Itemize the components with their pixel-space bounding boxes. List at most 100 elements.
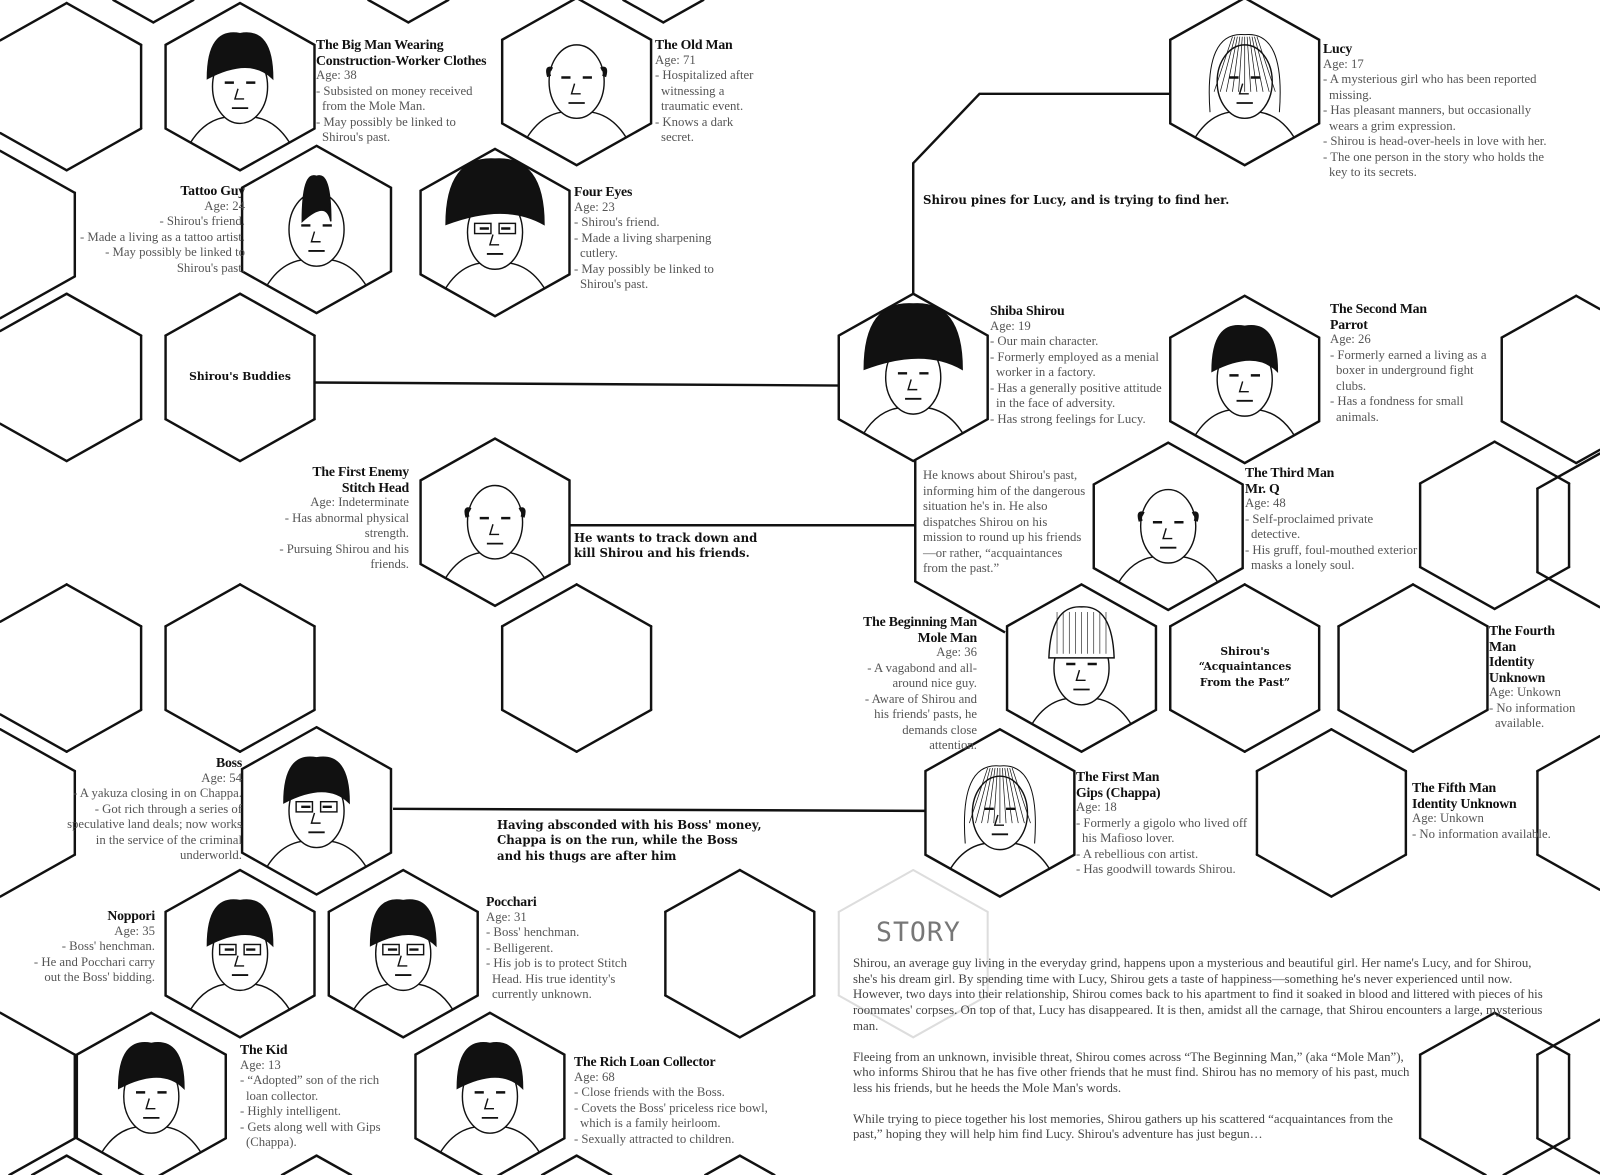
empty-hexagon [1418,1011,1571,1175]
portrait-second-man [1169,294,1321,465]
empty-hexagon [367,0,450,24]
character-age: Age: 68 [574,1069,615,1084]
character-trait: - Shirou's friend. [574,215,660,229]
story-title: STORY [876,917,961,948]
relation-line: Chappa is on the run, while the Boss [497,833,738,848]
character-age: Age: 19 [990,318,1031,333]
portrait-frame [75,1011,227,1175]
character-trait: - Pursuing Shirou and his friends. [279,541,409,572]
empty-hexagon [500,583,653,753]
character-trait: - Has a generally positive attitude in t… [990,380,1162,411]
empty-hexagon [1536,734,1600,891]
character-age: Age: 13 [240,1057,281,1072]
character-trait: - Our main character. [990,334,1099,348]
character-name: Noppori [107,908,155,923]
character-age: Age: 71 [655,52,696,67]
character-trait: - Gets along well with Gips (Chappa). [240,1119,381,1150]
empty-hexagon [30,1154,103,1175]
character-age: Age: 26 [1330,332,1371,346]
character-trait: - No information available. [1412,826,1551,841]
connector-line [393,807,927,813]
character-name: The Fourth [1489,623,1555,638]
character-age: Age: 23 [574,199,615,214]
character-trait: - Shirou's friend. [159,214,245,228]
character-trait: - Self-proclaimed private detective. [1245,511,1374,542]
portrait-frame [1005,583,1158,754]
character-name: The Second Man [1330,301,1427,316]
connector-line [914,456,1006,634]
portrait-frame [164,868,316,1039]
character-trait: - Has abnormal physical strength. [284,510,409,541]
portrait-frame [327,868,479,1039]
character-name: Shiba Shirou [990,303,1065,318]
portrait-frame [240,144,393,315]
character-name: Stitch Head [341,479,409,495]
character-name: Identity [1489,654,1535,669]
character-trait: - Belligerent. [486,940,554,955]
character-age: Age: 17 [1323,56,1364,71]
empty-hexagon [0,583,143,753]
empty-hexagon [1536,1018,1600,1175]
character-trait: - Covets the Boss' priceless rice bowl, … [574,1100,768,1131]
face-icon [1182,325,1307,462]
character-age: Age: Unkown [1412,811,1484,825]
character-trait: - He and Pocchari carry out the Boss' bi… [33,954,155,985]
label-acquaintances: Shirou's “Acquaintances From the Past” [1184,644,1306,690]
character-name: Lucy [1323,41,1353,56]
character-trait: - Formerly a gigolo who lived off his Ma… [1076,815,1248,846]
character-age: Age: Indeterminate [310,495,409,509]
character-trait: - Made a living as a tattoo artist. [80,229,245,244]
portrait-lucy [1169,0,1321,167]
portrait-frame [1092,441,1244,612]
character-trait: - Formerly employed as a menial worker i… [990,349,1159,380]
character-trait: - “Adopted” son of the rich loan collect… [240,1073,380,1103]
character-name: Man [1489,638,1516,654]
portrait-frame [240,725,393,896]
empty-hexagon [0,1011,77,1175]
character-trait: - Hospitalized after witnessing a trauma… [655,68,754,113]
character-trait: - Has strong feelings for Lucy. [990,411,1146,426]
character-age: Age: 54 [201,770,242,785]
portrait-stitch-head [419,437,571,608]
character-trait: - Highly intelligent. [240,1104,341,1118]
character-age: Age: 48 [1245,496,1286,510]
character-trait: - A mysterious girl who has been reporte… [1323,72,1537,102]
empty-hexagon [1255,728,1408,898]
empty-hexagon [0,728,77,898]
character-trait: - Has goodwill towards Shirou. [1076,862,1236,876]
face-icon [254,175,379,312]
story-paragraph: Fleeing from an unknown, invisible threa… [853,1049,1410,1095]
portrait-pocchari [327,868,479,1039]
portrait-boss [240,725,393,896]
empty-hexagon [1418,440,1571,611]
portrait-frame [1169,294,1321,465]
face-icon [938,765,1062,895]
character-trait: - Boss' henchman. [61,939,155,953]
character-name: Boss [215,755,242,770]
portrait-frame [419,437,571,608]
face-icon [1019,606,1144,750]
character-trait: - No information available. [1489,700,1576,731]
empty-hexagon [1500,294,1600,465]
relation-mr-q: He knows about Shirou's past, informing … [923,468,1086,575]
portrait-old-man [500,0,653,167]
story-paragraph: While trying to piece together his lost … [853,1111,1393,1142]
relation-stitch-head: He wants to track down and kill Shirou a… [574,531,757,562]
character-trait: - May possibly be linked to Shirou's pas… [574,261,714,292]
portrait-four-eyes [419,147,571,318]
character-trait: - Sexually attracted to children. [574,1131,735,1146]
character-trait: - Shirou is head-over-heels in love with… [1323,134,1547,148]
empty-hexagon [540,1154,613,1175]
character-trait: - Boss' henchman. [486,925,580,939]
